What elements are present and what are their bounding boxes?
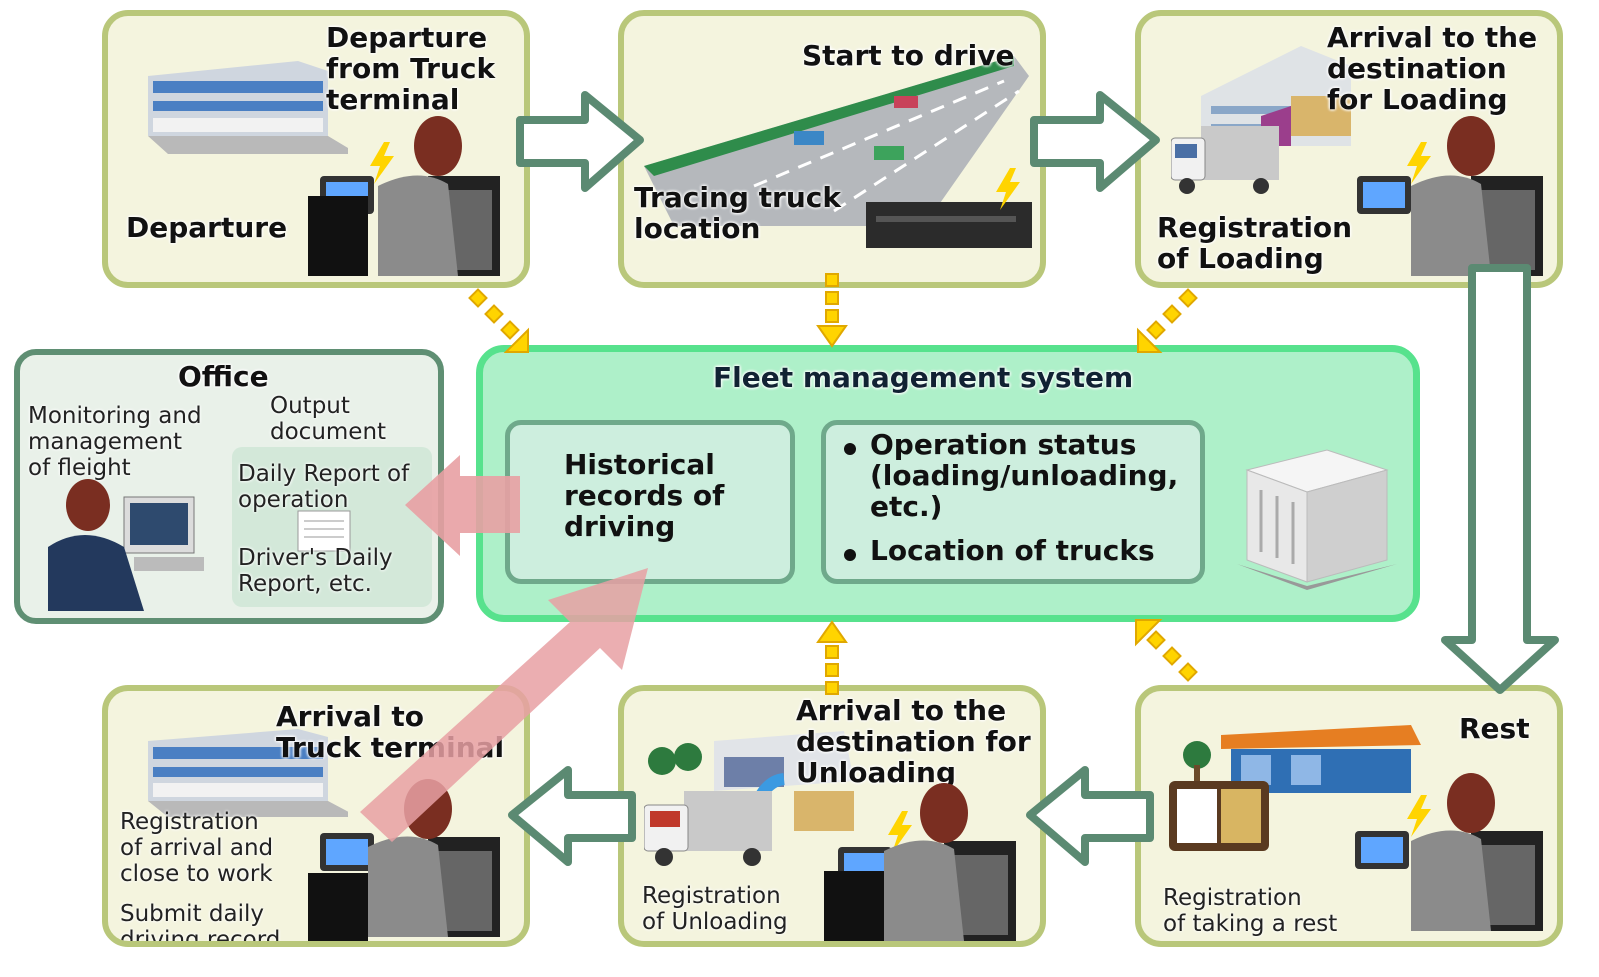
data-arrow-start (816, 273, 848, 348)
step-arrival-terminal: Arrival to Truck terminal Registration o… (102, 685, 530, 947)
driver-icon (1411, 773, 1543, 931)
document-icon (297, 510, 351, 552)
office-monitoring-label: Monitoring and management of fleight (28, 403, 202, 481)
data-arrow-loading (1137, 288, 1198, 353)
departure-caption: Departure (126, 211, 288, 244)
lightning-icon (996, 168, 1020, 210)
arrival-unloading-caption: Registration of Unloading (642, 883, 788, 935)
rest-title: Rest (1459, 712, 1530, 745)
tablet-device-icon (866, 202, 1032, 248)
driver-icon (1411, 116, 1543, 276)
arrival-loading-title: Arrival to the destination for Loading (1327, 21, 1538, 116)
historical-records-label: Historical records of driving (564, 448, 725, 543)
step-arrival-unloading: Arrival to the destination for Unloading… (618, 685, 1046, 947)
tablet-device-icon (320, 833, 374, 871)
step-rest: Rest Registration of taking a rest (1135, 685, 1563, 947)
driver-icon (824, 783, 1016, 941)
driver-icon (308, 116, 500, 276)
bullet-dot (844, 443, 856, 455)
step-arrival-loading: Arrival to the destination for Loading R… (1135, 10, 1563, 288)
office-doc-daily-report: Daily Report of operation (238, 461, 410, 513)
lunchbox-icon (1169, 781, 1269, 851)
arrival-terminal-caption-register: Registration of arrival and close to wor… (120, 809, 274, 887)
lightning-icon (370, 142, 394, 184)
data-arrow-departure (468, 288, 529, 353)
office-building-icon (148, 729, 348, 817)
warehouse-icon (648, 731, 854, 831)
office-doc-driver-report: Driver's Daily Report, etc. (238, 545, 393, 597)
start-caption: Tracing truck location (634, 181, 841, 245)
data-arrow-unloading (816, 620, 848, 695)
flow-arrow-3 (1026, 766, 1154, 866)
arrival-terminal-caption-submit: Submit daily driving record (120, 901, 281, 947)
flow-arrow-2 (1030, 91, 1160, 192)
office-documents (232, 447, 432, 607)
operator-computer-icon (48, 479, 204, 611)
data-arrow-rest (1135, 619, 1198, 682)
lightning-icon (888, 811, 912, 853)
truck-icon (644, 791, 772, 866)
bullet-operation-status: Operation status (loading/unloading, etc… (870, 428, 1179, 523)
arrival-unloading-title: Arrival to the destination for Unloading (796, 694, 1031, 789)
departure-title: Departure from Truck terminal (326, 21, 496, 116)
lightning-icon (1407, 795, 1431, 837)
report-arrow-terminal (360, 568, 648, 842)
fleet-title: Fleet management system (713, 361, 1134, 394)
arrival-loading-caption: Registration of Loading (1157, 211, 1353, 275)
office-panel: Office Monitoring and management of flei… (14, 349, 444, 624)
step-start-drive: Start to drive Tracing truck location (618, 10, 1046, 288)
rest-stop-icon (1183, 725, 1421, 793)
flow-arrow-down (1441, 264, 1559, 694)
highway-icon (644, 56, 1029, 226)
tablet-device-icon (1355, 831, 1409, 869)
truck-icon (1171, 126, 1279, 194)
step-departure: Departure from Truck terminal Departure (102, 10, 530, 288)
office-output-label: Output document (270, 393, 387, 445)
bullet-location: Location of trucks (870, 534, 1155, 567)
flow-arrow-4 (508, 766, 636, 866)
server-icon (1237, 449, 1397, 590)
flow-arrow-1 (516, 91, 644, 192)
lightning-icon (1407, 142, 1431, 184)
office-building-icon (148, 61, 348, 154)
bullet-dot (844, 549, 856, 561)
rest-caption: Registration of taking a rest (1163, 885, 1338, 937)
report-arrow-office (405, 455, 520, 556)
office-title: Office (178, 360, 269, 393)
tablet-device-icon (1357, 176, 1411, 214)
fleet-management-system: Fleet management system Historical recor… (476, 345, 1420, 622)
operation-info-box: Operation status (loading/unloading, etc… (821, 420, 1205, 584)
start-title: Start to drive (802, 39, 1015, 72)
